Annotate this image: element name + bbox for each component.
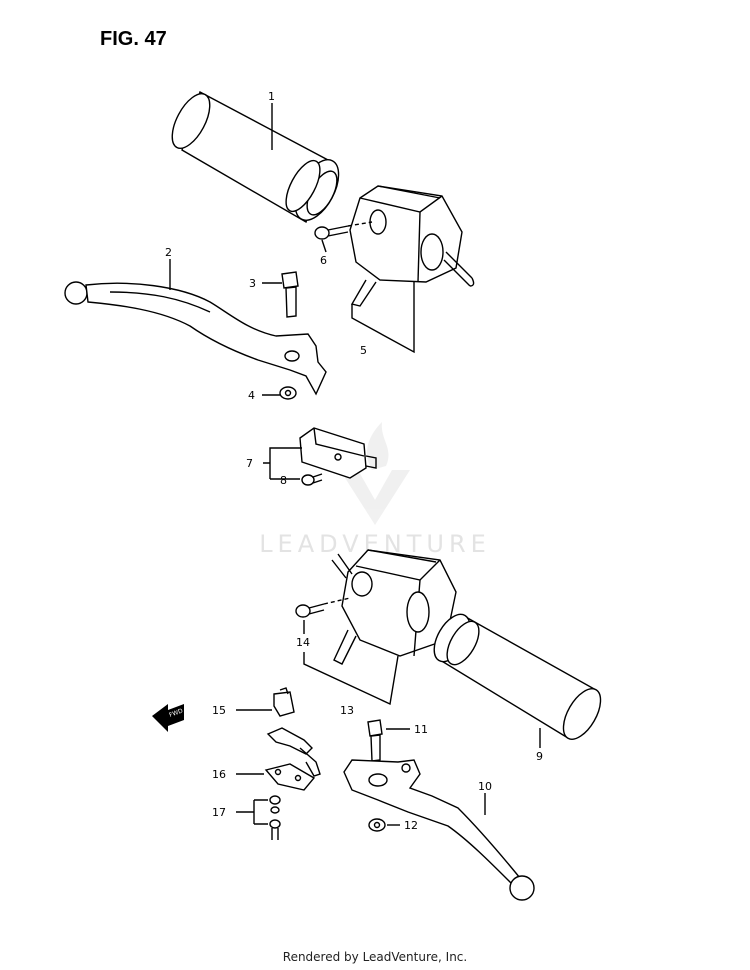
figure-title: FIG. 47 — [100, 28, 167, 50]
part-screw-washer-17[interactable] — [269, 795, 281, 840]
watermark-logo — [340, 422, 410, 525]
part-brake-switch-7[interactable] — [299, 427, 377, 479]
fwd-arrow-icon: FWD — [152, 704, 184, 732]
callout-2: 2 — [165, 246, 172, 259]
callout-labels: 1 2 3 4 5 6 7 8 9 10 11 12 13 14 15 16 1… — [165, 90, 543, 832]
callout-15: 15 — [212, 704, 226, 717]
callout-4: 4 — [248, 389, 255, 402]
part-clutch-lever[interactable] — [343, 759, 535, 901]
part-screw-6[interactable] — [314, 221, 373, 240]
callout-9: 9 — [536, 750, 543, 763]
callout-7: 7 — [246, 457, 253, 470]
fwd-label: FWD — [168, 707, 184, 718]
part-right-grip[interactable] — [427, 608, 608, 745]
part-right-switch-housing[interactable] — [331, 549, 457, 665]
part-switch-15[interactable] — [273, 687, 295, 717]
callout-17: 17 — [212, 806, 226, 819]
part-screw-14[interactable] — [295, 597, 351, 618]
callout-14: 14 — [296, 636, 310, 649]
leader-lines — [169, 103, 541, 826]
callout-11: 11 — [414, 723, 428, 736]
part-pivot-bolt-3[interactable] — [281, 271, 299, 318]
part-pivot-bolt-11[interactable] — [367, 719, 383, 762]
callout-16: 16 — [212, 768, 226, 781]
callout-13: 13 — [340, 704, 354, 717]
callout-3: 3 — [249, 277, 256, 290]
footer-credit: Rendered by LeadVenture, Inc. — [282, 950, 468, 964]
callout-12: 12 — [404, 819, 418, 832]
part-screw-8[interactable] — [301, 473, 323, 486]
callout-1: 1 — [268, 90, 275, 103]
callout-10: 10 — [478, 780, 492, 793]
callout-6: 6 — [320, 254, 327, 267]
part-nut-4[interactable] — [279, 386, 297, 400]
part-nut-12[interactable] — [368, 818, 386, 832]
part-left-grip[interactable] — [165, 88, 348, 227]
callout-8: 8 — [280, 474, 287, 487]
callout-5: 5 — [360, 344, 367, 357]
part-front-brake-lever[interactable] — [64, 281, 327, 396]
part-bracket-16[interactable] — [264, 727, 321, 791]
part-left-switch-housing[interactable] — [349, 185, 475, 307]
